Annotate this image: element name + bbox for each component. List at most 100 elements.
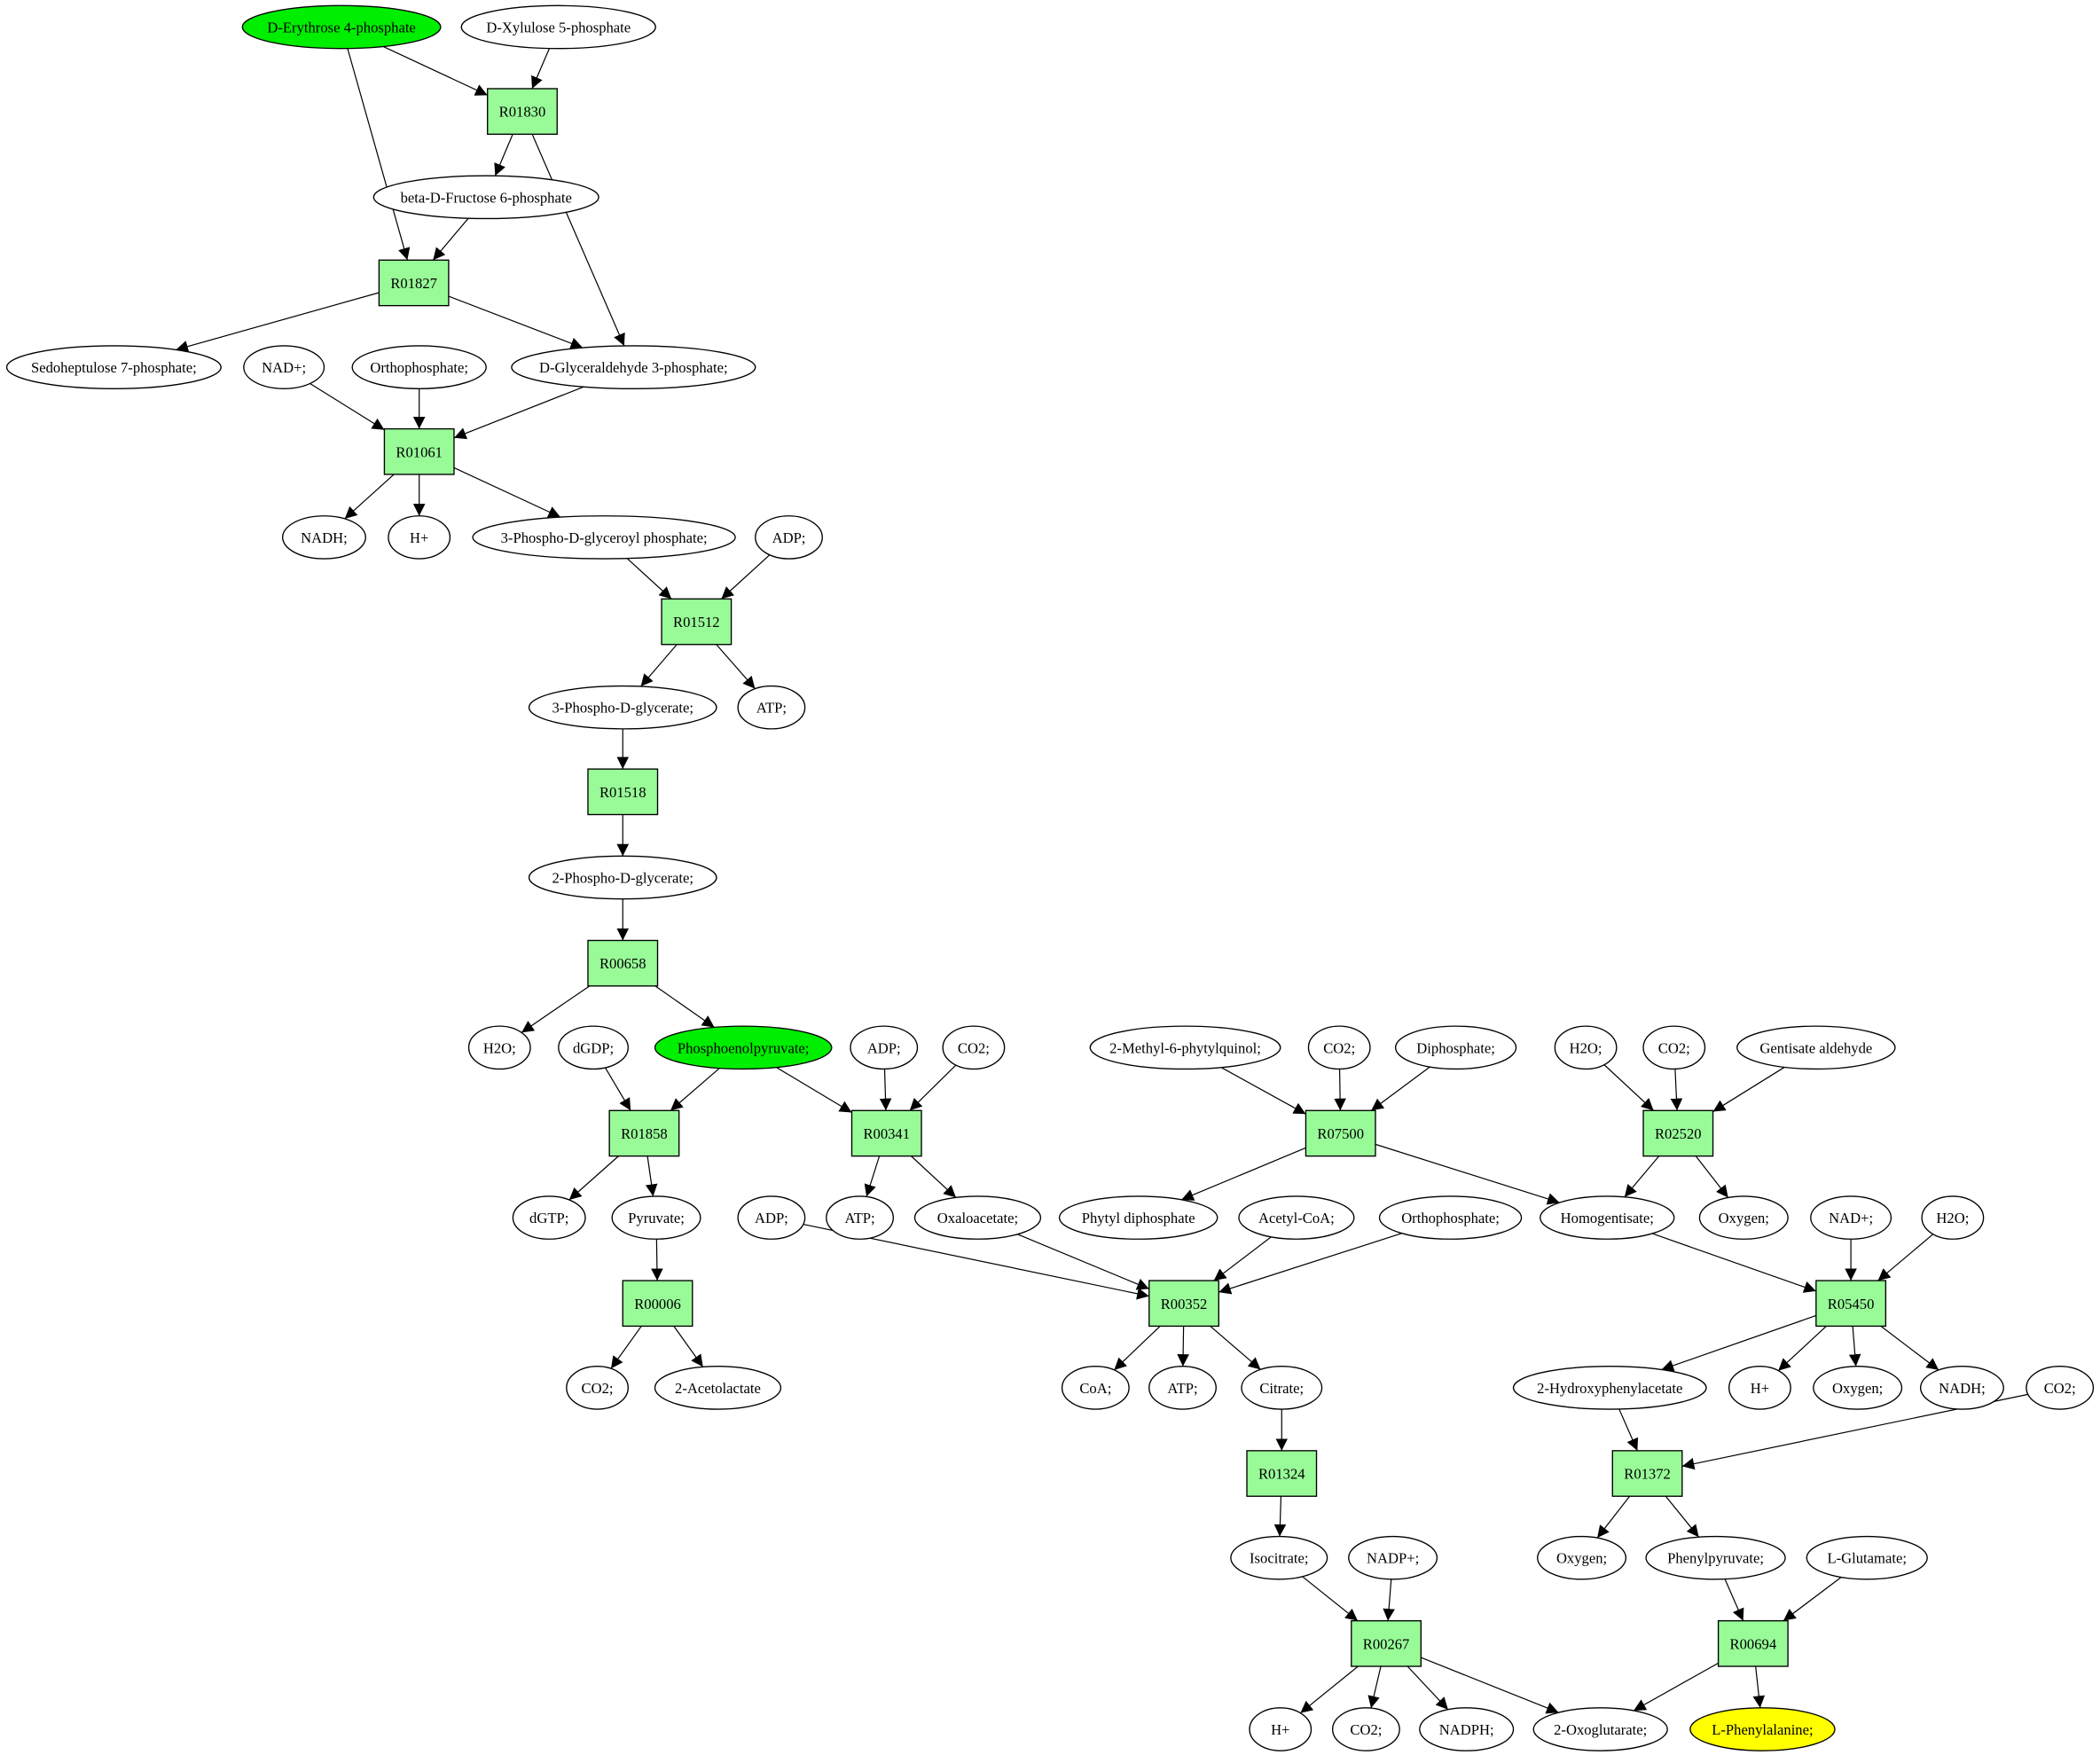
metabolite-node-phosphoenolpyruvate[interactable]: Phosphoenolpyruvate;	[654, 1025, 833, 1070]
node-label: CO2;	[1323, 1039, 1355, 1056]
edge-oaa-to-r00352	[1017, 1234, 1149, 1290]
reaction-node-r02520[interactable]: R02520	[1642, 1109, 1714, 1157]
metabolite-node-nadh[interactable]: NADH;	[281, 515, 366, 560]
metabolite-node-3-phospho-d-glyceroyl-phosphate[interactable]: 3-Phospho-D-glyceroyl phosphate;	[472, 515, 736, 560]
metabolite-node-atp[interactable]: ATP;	[826, 1195, 894, 1240]
metabolite-node-2-acetolactate[interactable]: 2-Acetolactate	[654, 1366, 782, 1410]
metabolite-node-l-glutamate[interactable]: L-Glutamate;	[1806, 1535, 1928, 1580]
edge-r01061-to-nadh1	[344, 474, 395, 520]
metabolite-node-2-hydroxyphenylacetate[interactable]: 2-Hydroxyphenylacetate	[1512, 1366, 1707, 1410]
metabolite-node-h[interactable]: H+	[388, 515, 451, 560]
metabolite-node-citrate[interactable]: Citrate;	[1241, 1366, 1323, 1410]
reaction-node-r00267[interactable]: R00267	[1351, 1619, 1422, 1667]
edge-accoa-to-r00352	[1213, 1236, 1272, 1281]
metabolite-node-adp[interactable]: ADP;	[850, 1025, 919, 1070]
node-label: R00341	[863, 1125, 910, 1142]
metabolite-node-oxygen[interactable]: Oxygen;	[1537, 1535, 1627, 1580]
metabolite-node-oxaloacetate[interactable]: Oxaloacetate;	[913, 1195, 1042, 1240]
metabolite-node-2-phospho-d-glycerate[interactable]: 2-Phospho-D-glycerate;	[528, 855, 717, 900]
reaction-node-r01518[interactable]: R01518	[587, 768, 659, 816]
node-label: NADPH;	[1439, 1721, 1494, 1738]
metabolite-ellipse	[1148, 1366, 1217, 1410]
reaction-node-r01830[interactable]: R01830	[487, 88, 558, 136]
metabolite-node-l-phenylalanine[interactable]: L-Phenylalanine;	[1689, 1707, 1836, 1751]
metabolite-node-oxygen[interactable]: Oxygen;	[1813, 1366, 1903, 1410]
metabolite-node-co2[interactable]: CO2;	[942, 1025, 1006, 1070]
metabolite-node-diphosphate[interactable]: Diphosphate;	[1394, 1025, 1517, 1070]
node-label: H+	[1751, 1380, 1769, 1397]
metabolite-node-sedoheptulose-7-phosphate[interactable]: Sedoheptulose 7-phosphate;	[5, 345, 222, 389]
metabolite-node-3-phospho-d-glycerate[interactable]: 3-Phospho-D-glycerate;	[528, 685, 717, 730]
node-label: ADP;	[755, 1210, 788, 1226]
metabolite-node-nad[interactable]: NAD+;	[243, 345, 325, 389]
metabolite-node-d-glyceraldehyde-3-phosphate[interactable]: D-Glyceraldehyde 3-phosphate;	[511, 345, 756, 389]
reaction-node-r00352[interactable]: R00352	[1148, 1280, 1219, 1328]
metabolite-node-h[interactable]: H+	[1249, 1707, 1312, 1751]
metabolite-node-isocitrate[interactable]: Isocitrate;	[1230, 1535, 1328, 1580]
metabolite-ellipse	[1642, 1025, 1706, 1070]
node-label: Orthophosphate;	[1401, 1210, 1500, 1226]
edge-r00267-to-nadph	[1407, 1665, 1449, 1711]
metabolite-node-phytyl-diphosphate[interactable]: Phytyl diphosphate	[1058, 1195, 1218, 1240]
reaction-node-r00658[interactable]: R00658	[587, 939, 659, 987]
reaction-node-r01061[interactable]: R01061	[383, 427, 455, 475]
metabolite-node-pyruvate[interactable]: Pyruvate;	[611, 1195, 701, 1240]
metabolite-ellipse	[372, 175, 599, 220]
metabolite-node-2-methyl-6-phytylquinol[interactable]: 2-Methyl-6-phytylquinol;	[1089, 1025, 1281, 1070]
reaction-node-r01324[interactable]: R01324	[1246, 1450, 1318, 1497]
metabolite-node-atp[interactable]: ATP;	[1148, 1366, 1217, 1410]
reaction-node-r01512[interactable]: R01512	[661, 598, 733, 646]
reaction-node-r00006[interactable]: R00006	[622, 1280, 693, 1328]
edge-r00267-to-h3	[1300, 1665, 1359, 1714]
metabolite-node-co2[interactable]: CO2;	[1307, 1025, 1371, 1070]
metabolite-node-co2[interactable]: CO2;	[1331, 1707, 1400, 1751]
metabolite-node-co2[interactable]: CO2;	[566, 1366, 629, 1410]
metabolite-ellipse	[611, 1195, 701, 1240]
metabolite-node-atp[interactable]: ATP;	[737, 685, 806, 730]
edge-r00341-to-oaa	[911, 1156, 957, 1198]
metabolite-node-orthophosphate[interactable]: Orthophosphate;	[1378, 1195, 1523, 1240]
metabolite-node-coa[interactable]: CoA;	[1061, 1366, 1130, 1410]
metabolite-node-nadph[interactable]: NADPH;	[1419, 1707, 1515, 1751]
reaction-node-r07500[interactable]: R07500	[1305, 1109, 1376, 1157]
node-label: 2-Methyl-6-phytylquinol;	[1109, 1039, 1261, 1056]
metabolite-node-acetyl-coa[interactable]: Acetyl-CoA;	[1238, 1195, 1355, 1240]
metabolite-node-dgdp[interactable]: dGDP;	[558, 1025, 629, 1070]
node-label: R02520	[1655, 1125, 1702, 1142]
metabolite-node-phenylpyruvate[interactable]: Phenylpyruvate;	[1645, 1535, 1786, 1580]
node-label: NAD+;	[1829, 1210, 1873, 1226]
edge-hpa-to-r01372	[1618, 1408, 1639, 1452]
metabolite-node-oxygen[interactable]: Oxygen;	[1698, 1195, 1789, 1240]
metabolite-node-h2o[interactable]: H2O;	[1921, 1195, 1985, 1240]
metabolite-node-h[interactable]: H+	[1728, 1366, 1791, 1410]
node-label: 2-Oxoglutarate;	[1554, 1721, 1647, 1738]
metabolite-ellipse	[388, 515, 451, 560]
metabolite-node-adp[interactable]: ADP;	[755, 515, 823, 560]
metabolite-ellipse	[1689, 1707, 1836, 1751]
metabolite-node-nadh[interactable]: NADH;	[1919, 1366, 2004, 1410]
metabolite-node-adp[interactable]: ADP;	[737, 1195, 806, 1240]
metabolite-node-d-erythrose-4-phosphate[interactable]: D-Erythrose 4-phosphate	[241, 4, 442, 50]
metabolite-node-gentisate-aldehyde[interactable]: Gentisate aldehyde	[1736, 1025, 1896, 1070]
metabolite-node-orthophosphate[interactable]: Orthophosphate;	[351, 345, 487, 389]
metabolite-node-co2[interactable]: CO2;	[2026, 1366, 2095, 1410]
reaction-node-r01858[interactable]: R01858	[608, 1109, 680, 1157]
metabolite-node-beta-d-fructose-6-phosphate[interactable]: beta-D-Fructose 6-phosphate	[372, 175, 599, 220]
metabolite-node-homogentisate[interactable]: Homogentisate;	[1540, 1195, 1675, 1240]
metabolite-node-nadp[interactable]: NADP+;	[1348, 1535, 1438, 1580]
metabolite-node-co2[interactable]: CO2;	[1642, 1025, 1706, 1070]
reaction-node-r00341[interactable]: R00341	[850, 1109, 922, 1157]
metabolite-ellipse	[1537, 1535, 1627, 1580]
metabolite-node-2-oxoglutarate[interactable]: 2-Oxoglutarate;	[1532, 1707, 1668, 1751]
metabolite-node-dgtp[interactable]: dGTP;	[512, 1195, 586, 1240]
node-label: 2-Hydroxyphenylacetate	[1537, 1380, 1682, 1397]
reaction-node-r05450[interactable]: R05450	[1815, 1280, 1887, 1328]
reaction-node-r00694[interactable]: R00694	[1717, 1619, 1789, 1667]
metabolite-node-h2o[interactable]: H2O;	[1554, 1025, 1618, 1070]
metabolite-node-d-xylulose-5-phosphate[interactable]: D-Xylulose 5-phosphate	[460, 4, 656, 50]
reaction-box	[1305, 1109, 1376, 1157]
metabolite-node-h2o[interactable]: H2O;	[467, 1025, 531, 1070]
reaction-node-r01827[interactable]: R01827	[378, 259, 450, 307]
reaction-node-r01372[interactable]: R01372	[1611, 1450, 1683, 1497]
metabolite-node-nad[interactable]: NAD+;	[1810, 1195, 1892, 1240]
